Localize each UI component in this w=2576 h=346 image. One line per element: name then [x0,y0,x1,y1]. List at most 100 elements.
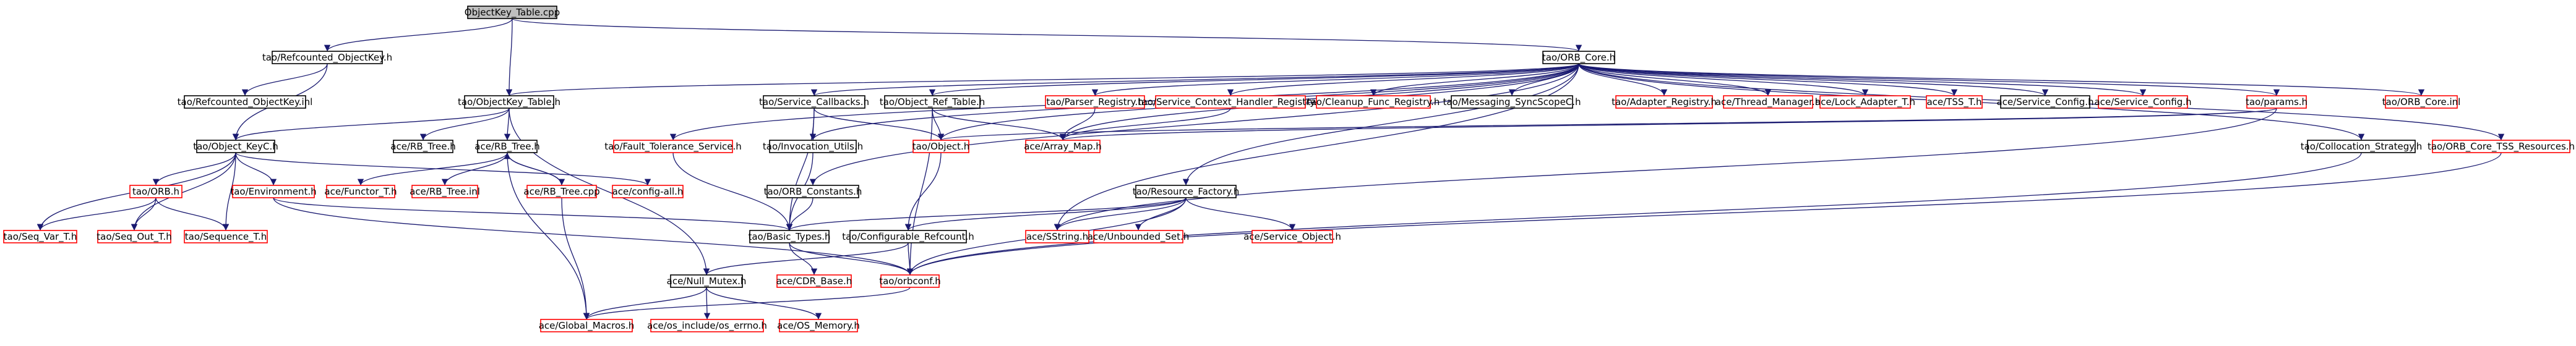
node-refcounted_objectkey_h[interactable]: tao/Refcounted_ObjectKey.h [262,51,392,64]
edge-orb_core_h-to-service_config_h_red [1578,63,2146,96]
node-lock_adapter_t_h[interactable]: ace/Lock_Adapter_T.h [1815,95,1915,109]
node-box [1615,95,1713,109]
node-os_memory_h[interactable]: ace/OS_Memory.h [777,319,860,332]
node-configurable_refcount_h[interactable]: tao/Configurable_Refcount.h [842,230,974,243]
node-box [884,95,981,109]
node-orb_h[interactable]: tao/ORB.h [129,185,182,198]
edge-object_ref_table_h-to-orbconf_h [906,108,933,276]
node-environment_h[interactable]: tao/Environment.h [230,185,317,198]
node-box [650,319,764,332]
node-label: ace/Service_Object.h [1243,231,1341,243]
node-orb_constants_h[interactable]: tao/ORB_Constants.h [764,185,862,198]
node-label: ace/Lock_Adapter_T.h [1815,96,1915,108]
node-box [912,140,969,153]
edge-object_keyc_h-to-orb_h [152,152,236,186]
node-messaging_syncscopec_h[interactable]: tao/Messaging_SyncScopeC.h [1443,95,1581,109]
node-orb_core_tss_resources_h[interactable]: tao/ORB_Core_TSS_Resources.h [2428,140,2575,153]
edge-orb_core_h-to-resource_factory_h [1182,63,1579,186]
node-sstring_h[interactable]: ace/SString.h [1025,230,1089,243]
node-label: tao/Service_Context_Handler_Registry.h [1138,96,1323,108]
edge-fault_tolerance_service_h-to-basic_types_h [672,152,793,231]
edge-rb_tree_h-to-global_macros_h [507,152,590,320]
edge-params_h-to-array_map_h [1060,108,2277,141]
node-rb_tree_h_ace[interactable]: ace/RB_Tree.h [390,140,456,153]
node-invocation_utils_h[interactable]: tao/Invocation_Utils.h [763,140,863,153]
node-label: tao/Basic_Types.h [748,231,830,243]
node-box [1025,140,1101,153]
node-label: tao/Object.h [912,141,969,152]
node-service_config_h_red[interactable]: ace/Service_Config.h [2094,95,2192,109]
node-label: tao/Cleanup_Func_Registry.h [1307,96,1440,108]
node-seq_out_t_h[interactable]: tao/Seq_Out_T.h [97,230,172,243]
node-basic_types_h[interactable]: tao/Basic_Types.h [748,230,831,243]
edge-service_context_handler_registry_h-to-array_map_h [1059,108,1231,141]
node-objectkey_table_h[interactable]: tao/ObjectKey_Table.h [458,95,560,109]
node-service_callbacks_h[interactable]: tao/Service_Callbacks.h [759,95,869,109]
edge-orb_core_h-to-service_callbacks_h [811,63,1579,96]
node-label: tao/params.h [2246,96,2308,108]
edge-objectkey_table_h-to-object_keyc_h [232,108,510,141]
node-label: ObjectKey_Table.cpp [465,7,560,19]
nodes-layer: ObjectKey_Table.cpp tao/Refcounted_Object… [3,6,2575,332]
node-null_mutex_h[interactable]: ace/Null_Mutex.h [667,274,747,288]
node-fault_tolerance_service_h[interactable]: tao/Fault_Tolerance_Service.h [604,140,742,153]
node-label: tao/Object_Ref_Table.h [880,96,985,108]
node-box [2385,95,2458,109]
node-seq_var_t_h[interactable]: tao/Seq_Var_T.h [3,230,77,243]
edge-object_keyc_h-to-sequence_t_h [222,152,236,231]
node-label: tao/Service_Callbacks.h [759,96,869,108]
node-functor_t_h[interactable]: ace/Functor_T.h [324,185,397,198]
node-adapter_registry_h[interactable]: tao/Adapter_Registry.h [1612,95,1717,109]
node-array_map_h[interactable]: ace/Array_Map.h [1024,140,1102,153]
node-box [776,274,852,288]
node-cdr_base_h[interactable]: ace/CDR_Base.h [776,274,852,288]
node-service_context_handler_registry_h[interactable]: tao/Service_Context_Handler_Registry.h [1138,95,1323,109]
node-thread_manager_h[interactable]: ace/Thread_Manager.h [1715,95,1821,109]
node-params_h[interactable]: tao/params.h [2246,95,2308,109]
node-object_ref_table_h[interactable]: tao/Object_Ref_Table.h [880,95,985,109]
node-cleanup_func_registry_h[interactable]: tao/Cleanup_Func_Registry.h [1307,95,1440,109]
node-refcounted_objectkey_inl[interactable]: tao/Refcounted_ObjectKey.inl [178,95,313,109]
node-root[interactable]: ObjectKey_Table.cpp [465,6,560,19]
node-label: tao/ORB.h [132,186,179,197]
edge-orbconf_h-to-global_macros_h [583,287,911,320]
node-parser_registry_h[interactable]: tao/Parser_Registry.h [1045,95,1145,109]
node-rb_tree_h[interactable]: ace/RB_Tree.h [474,140,540,153]
node-box [1155,95,1306,109]
node-tss_t_h[interactable]: ace/TSS_T.h [1926,95,1983,109]
node-box [2246,95,2307,109]
node-box [1819,95,1911,109]
node-box [2000,95,2090,109]
edge-root-to-objectkey_table_h [505,18,513,96]
node-unbounded_set_h[interactable]: ace/Unbounded_Set.h [1088,230,1190,243]
node-box [1316,95,1431,109]
node-box [184,230,268,243]
edge-basic_types_h-to-orbconf_h [789,242,914,276]
node-service_object_h[interactable]: ace/Service_Object.h [1243,230,1341,243]
edge-orb_h-to-seq_var_t_h [36,197,157,231]
node-orb_core_h[interactable]: tao/ORB_Core.h [1542,51,1615,64]
node-rb_tree_cpp[interactable]: ace/RB_Tree.cpp [523,185,600,198]
node-config_all_h[interactable]: ace/config-all.h [612,185,684,198]
node-object_h[interactable]: tao/Object.h [912,140,969,153]
edge-configurable_refcount_h-to-null_mutex_h [703,242,909,276]
node-service_config_h_ace[interactable]: ace/Service_Config.h [1996,95,2094,109]
edge-objectkey_table_h-to-rb_tree_h [504,108,511,141]
node-sequence_t_h[interactable]: tao/Sequence_T.h [184,230,268,243]
edge-orb_core_h-to-adapter_registry_h [1578,63,1668,96]
node-label: tao/Adapter_Registry.h [1612,96,1717,108]
node-orbconf_h[interactable]: tao/orbconf.h [879,274,941,288]
node-rb_tree_inl[interactable]: ace/RB_Tree.inl [410,185,480,198]
node-collocation_strategy_h[interactable]: tao/Collocation_Strategy.h [2301,140,2423,153]
node-box [272,51,383,64]
node-label: tao/Seq_Out_T.h [97,231,171,243]
node-os_errno_h[interactable]: ace/os_include/os_errno.h [647,319,767,332]
node-object_keyc_h[interactable]: tao/Object_KeyC.h [193,140,278,153]
node-global_macros_h[interactable]: ace/Global_Macros.h [539,319,635,332]
edge-refcounted_objectkey_h-to-refcounted_objectkey_inl [241,63,328,96]
node-orb_core_inl[interactable]: tao/ORB_Core.inl [2382,95,2461,109]
node-label: tao/orbconf.h [879,276,941,287]
node-box [2307,140,2416,153]
node-resource_factory_h[interactable]: tao/Resource_Factory.h [1133,185,1240,198]
node-label: tao/ObjectKey_Table.h [458,96,560,108]
